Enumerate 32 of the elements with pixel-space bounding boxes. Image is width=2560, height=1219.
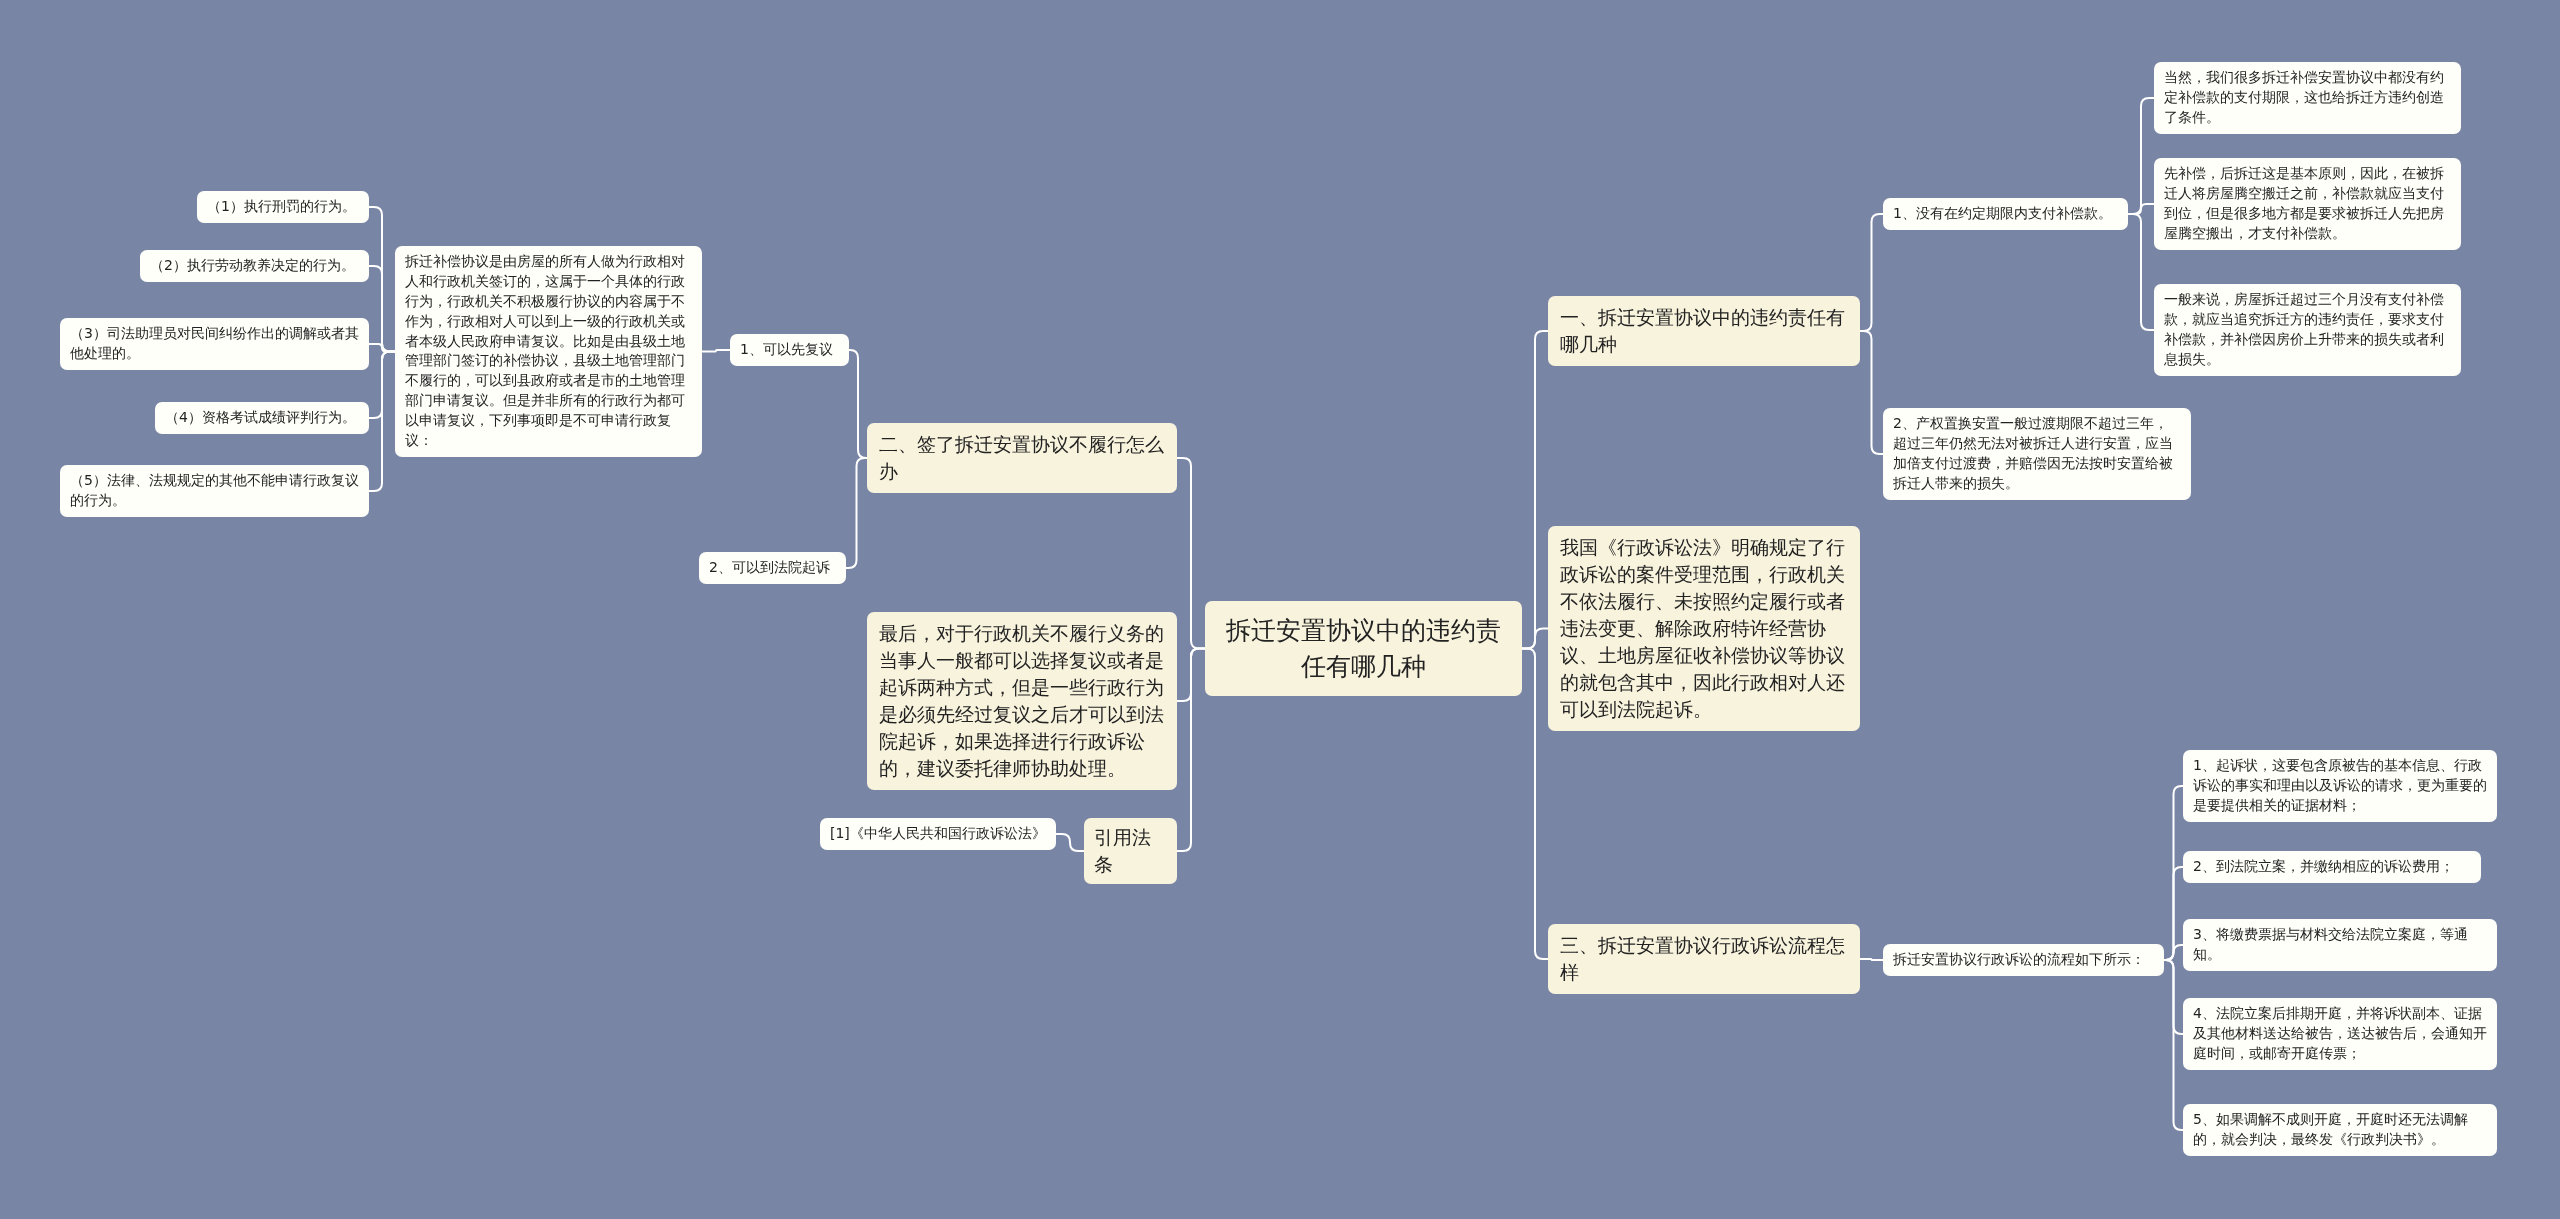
topic-box: 引用法条: [1084, 818, 1177, 884]
note-box: 先补偿，后拆迁这是基本原则，因此，在被拆迁人将房屋腾空搬迁之前，补偿款就应当支付到位，但是很多地方都是要求被拆迁人先把房屋腾空搬出，才支付补偿款。: [2154, 158, 2461, 250]
note-box: 1、可以先复议: [730, 334, 849, 366]
topic-box: 三、拆迁安置协议行政诉讼流程怎样: [1548, 924, 1860, 994]
topic-box: 二、签了拆迁安置协议不履行怎么办: [867, 423, 1177, 493]
note-box: 拆迁安置协议行政诉讼的流程如下所示：: [1883, 944, 2164, 976]
note-box: 2、产权置换安置一般过渡期限不超过三年，超过三年仍然无法对被拆迁人进行安置，应当加倍支付过渡费，并赔偿因无法按时安置给被拆迁人带来的损失。: [1883, 408, 2191, 500]
note-box: 2、可以到法院起诉: [699, 552, 846, 584]
note-box: （1）执行刑罚的行为。: [197, 191, 369, 223]
topic-box: 最后，对于行政机关不履行义务的当事人一般都可以选择复议或者是起诉两种方式，但是一些行政行为是必须先经过复议之后才可以到法院起诉，如果选择进行行政诉讼的，建议委托律师协助处理。: [867, 612, 1177, 790]
note-box: 2、到法院立案，并缴纳相应的诉讼费用；: [2183, 851, 2481, 883]
topic-box: 一、拆迁安置协议中的违约责任有哪几种: [1548, 296, 1860, 366]
note-box: 5、如果调解不成则开庭，开庭时还无法调解的，就会判决，最终发《行政判决书》。: [2183, 1104, 2497, 1156]
connector-line: [1055, 833, 1085, 852]
connector-line: [2163, 959, 2184, 1131]
central-topic-box: 拆迁安置协议中的违约责任有哪几种: [1205, 601, 1522, 696]
topic-box: 我国《行政诉讼法》明确规定了行政诉讼的案件受理范围，行政机关不依法履行、未按照约定履行或者违法变更、解除政府特许经营协议、土地房屋征收补偿协议等协议的就包含其中，因此行政相对人还可以到法院起诉。: [1548, 526, 1860, 731]
note-box: 1、没有在约定期限内支付补偿款。: [1883, 198, 2128, 230]
note-box: 当然，我们很多拆迁补偿安置协议中都没有约定补偿款的支付期限，这也给拆迁方违约创造了条件。: [2154, 62, 2461, 134]
note-box: （3）司法助理员对民间纠纷作出的调解或者其他处理的。: [60, 318, 369, 370]
connector-line: [845, 457, 868, 569]
note-box: （4）资格考试成绩评判行为。: [155, 402, 369, 434]
note-box: 一般来说，房屋拆迁超过三个月没有支付补偿款，就应当追究拆迁方的违约责任，要求支付补偿款，并补偿因房价上升带来的损失或者利息损失。: [2154, 284, 2461, 376]
connector-line: [1859, 958, 1884, 961]
note-box: （2）执行劳动教养决定的行为。: [140, 250, 369, 282]
note-box: [1]《中华人民共和国行政诉讼法》: [820, 818, 1056, 850]
note-box: 3、将缴费票据与材料交给法院立案庭，等通知。: [2183, 919, 2497, 971]
note-box: （5）法律、法规规定的其他不能申请行政复议的行为。: [60, 465, 369, 517]
note-box: 拆迁补偿协议是由房屋的所有人做为行政相对人和行政机关签订的，这属于一个具体的行政行为，行政机关不积极履行协议的内容属于不作为，行政相对人可以到上一级的行政机关或者本级人民政府申请复议。比如是由县级土地管理部门签订的补偿协议，县级土地管理部门不履行的，可以到县政府或者是市的土地管理部门申请复议。但是并非所有的行政行为都可以申请复议，下列事项即是不可申请行政复议：: [395, 246, 702, 457]
connector-line: [701, 349, 731, 353]
note-box: 4、法院立案后排期开庭，并将诉状副本、证据及其他材料送达给被告，送达被告后，会通知开庭时间，或邮寄开庭传票；: [2183, 998, 2497, 1070]
note-box: 1、起诉状，这要包含原被告的基本信息、行政诉讼的事实和理由以及诉讼的请求，更为重要的是要提供相关的证据材料；: [2183, 750, 2497, 822]
